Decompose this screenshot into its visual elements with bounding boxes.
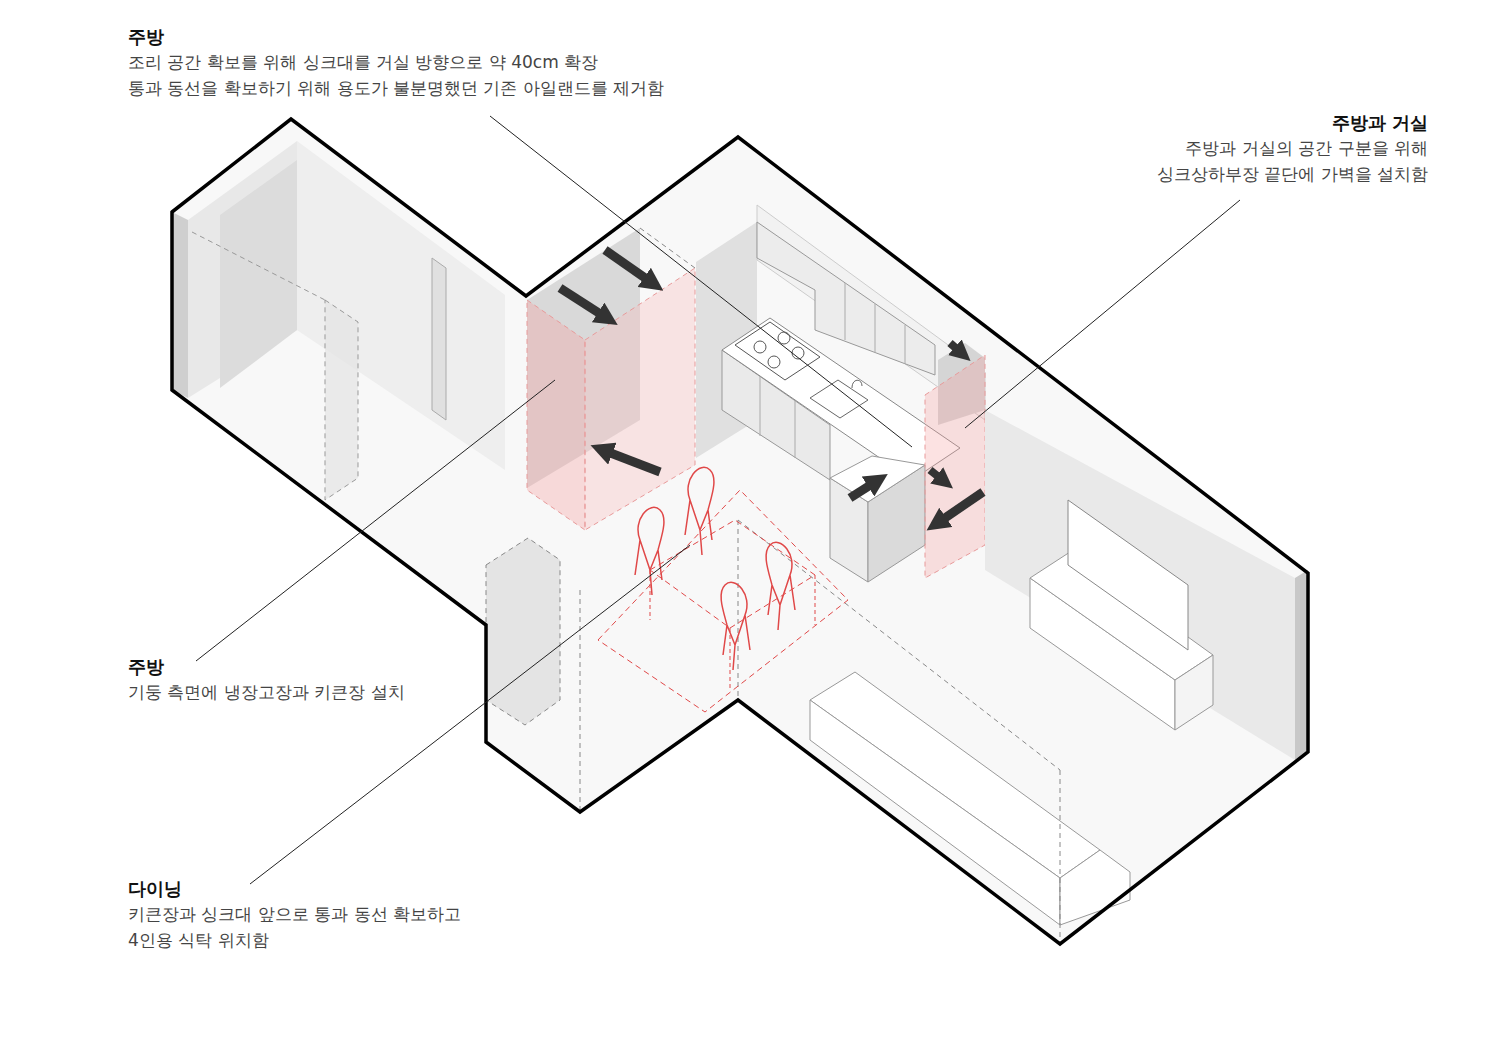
faucet bbox=[852, 380, 862, 388]
direction-arrow bbox=[930, 470, 940, 478]
direction-arrow bbox=[608, 452, 660, 472]
direction-arrow bbox=[950, 343, 958, 350]
chair bbox=[766, 542, 795, 630]
annotation-heading: 주방과 거실 bbox=[1332, 112, 1428, 135]
wall-face bbox=[985, 410, 1295, 760]
leader-line bbox=[250, 545, 690, 884]
direction-arrow bbox=[605, 250, 648, 280]
direction-arrow bbox=[560, 288, 602, 315]
cabinet-divider bbox=[845, 283, 846, 340]
tall-cabinet-zone bbox=[585, 268, 695, 530]
table-leg bbox=[730, 628, 731, 690]
built-in-closet bbox=[325, 300, 358, 500]
pillar bbox=[486, 538, 560, 725]
sink bbox=[810, 380, 868, 418]
chair bbox=[635, 507, 664, 595]
cooktop bbox=[735, 322, 820, 380]
partition-wall bbox=[925, 355, 985, 578]
chair bbox=[721, 582, 750, 670]
tv-cabinet bbox=[1175, 655, 1213, 730]
burner bbox=[778, 332, 790, 344]
cabinet-divider bbox=[875, 304, 876, 352]
annotation-heading: 다이닝 bbox=[128, 878, 182, 901]
table-leg bbox=[815, 575, 816, 625]
door-panel bbox=[432, 258, 446, 420]
annotation-text: 주방과 거실의 공간 구분을 위해 bbox=[1185, 138, 1428, 159]
annotation-text: 조리 공간 확보를 위해 싱크대를 거실 방향으로 약 40cm 확장 bbox=[128, 52, 598, 73]
wall-face bbox=[188, 141, 297, 398]
hidden-line bbox=[640, 228, 695, 268]
floor bbox=[172, 119, 1308, 944]
annotation-text: 싱크상하부장 끝단에 가벽을 설치함 bbox=[1157, 164, 1428, 185]
counter-extension bbox=[830, 456, 925, 502]
leader-line bbox=[965, 200, 1240, 428]
direction-arrow bbox=[942, 492, 983, 520]
tall-cabinet-zone bbox=[527, 300, 585, 530]
wall-face bbox=[172, 212, 188, 398]
wall-outline bbox=[172, 119, 1308, 944]
leader-line bbox=[490, 116, 912, 447]
cabinet-divider bbox=[795, 400, 796, 458]
television bbox=[1068, 500, 1188, 650]
annotation-heading: 주방 bbox=[128, 656, 164, 679]
wall-face bbox=[220, 160, 297, 388]
hidden-line bbox=[192, 232, 325, 300]
annotation-text: 기둥 측면에 냉장고장과 키큰장 설치 bbox=[128, 682, 405, 703]
hidden-line bbox=[1060, 770, 1061, 944]
sofa bbox=[810, 700, 1060, 925]
annotation-text: 통과 동선을 확보하기 위해 용도가 불분명했던 기존 아일랜드를 제거함 bbox=[128, 78, 664, 99]
direction-arrow bbox=[850, 484, 872, 498]
annotation-text: 키큰장과 싱크대 앞으로 통과 동선 확보하고 bbox=[128, 904, 461, 925]
hidden-line bbox=[738, 520, 739, 700]
chair bbox=[685, 467, 714, 555]
leader-line bbox=[196, 380, 555, 661]
annotation-text: 4인용 식탁 위치함 bbox=[128, 930, 269, 951]
cabinet-divider bbox=[760, 376, 761, 436]
annotation-heading: 주방 bbox=[128, 26, 164, 49]
dining-zone bbox=[598, 490, 848, 712]
hidden-line bbox=[738, 520, 1060, 770]
hidden-line bbox=[580, 590, 581, 812]
sofa bbox=[1060, 850, 1130, 925]
wall-face bbox=[1295, 570, 1308, 760]
countertop bbox=[722, 318, 960, 480]
cabinet-divider bbox=[905, 325, 906, 364]
burner bbox=[768, 356, 780, 368]
burner bbox=[754, 341, 766, 353]
